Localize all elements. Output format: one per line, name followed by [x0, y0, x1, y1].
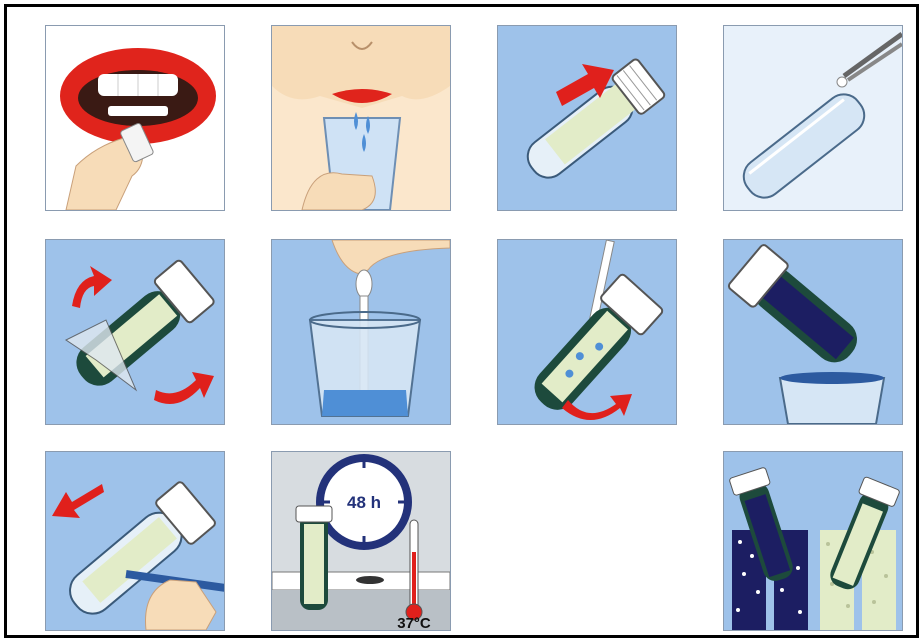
panel-incubate: 48 h 37°C: [271, 451, 451, 631]
saliva-cup-illustration: [272, 26, 450, 210]
panel-collect-saliva: [271, 25, 451, 211]
insert-strip-illustration: [46, 240, 224, 424]
label-tube-illustration: [46, 452, 224, 630]
panel-add-saliva: [497, 239, 677, 425]
panel-compare-results: [723, 451, 903, 631]
mouth-chewing-illustration: [46, 26, 224, 210]
incubator-illustration: 48 h 37°C: [272, 452, 450, 630]
tweezers-tube-illustration: [724, 26, 902, 210]
panel-pour-out: [723, 239, 903, 425]
panel-insert-strip: [45, 239, 225, 425]
panel-chew-gum: [45, 25, 225, 211]
add-saliva-illustration: [498, 240, 676, 424]
instruction-sheet: 48 h 37°C: [4, 4, 919, 638]
pour-out-illustration: [724, 240, 902, 424]
panel-pipette-cup: [271, 239, 451, 425]
pipette-cup-illustration: [272, 240, 450, 424]
panel-open-tube: [497, 25, 677, 211]
compare-results-illustration: [724, 452, 902, 630]
temperature-label: 37°C: [397, 615, 431, 630]
open-tube-illustration: [498, 26, 676, 210]
panel-tweezers: [723, 25, 903, 211]
clock-duration-label: 48 h: [347, 493, 381, 512]
panel-label-tube: [45, 451, 225, 631]
